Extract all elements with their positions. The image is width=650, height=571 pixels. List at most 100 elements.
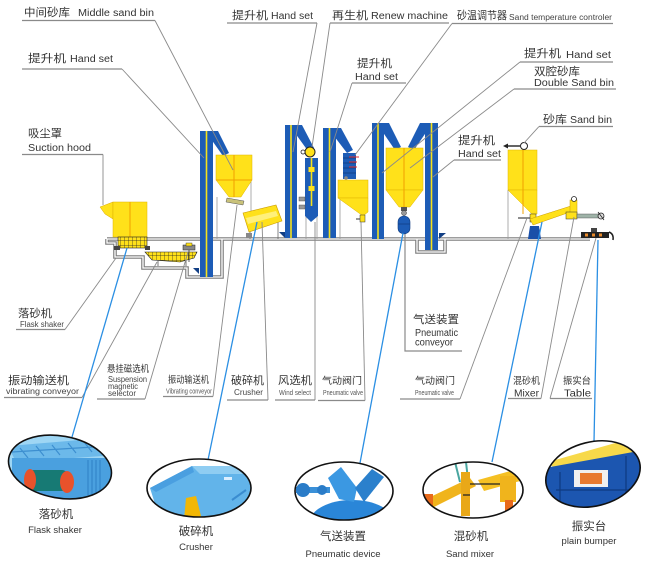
callout-en: Double Sand bin: [534, 78, 614, 89]
callout-cn: 混砂机: [513, 375, 540, 387]
callout-en: Renew machine: [371, 11, 448, 22]
callout-pneumatic-valve-left: 气动阀门 Pneumatic valve: [318, 221, 366, 402]
callout-vibrating-conveyor-left: 振动输送机 vibrating conveyor: [4, 261, 158, 399]
photo-leader-flask-shaker: [71, 247, 128, 438]
pneumatic-conveyor: [397, 210, 411, 235]
photo-caption-en: Sand mixer: [446, 549, 494, 560]
middle-sand-bin: [215, 154, 253, 239]
photo-frame: [7, 434, 113, 500]
photo-caption-cn: 混砂机: [454, 529, 489, 543]
leader-line: [549, 237, 597, 399]
callout-double-sand-bin: 双腔砂库 Double Sand bin: [409, 64, 616, 169]
bucket-elevator-2: [279, 125, 314, 238]
callout-cn: 振动输送机: [168, 374, 209, 386]
callout-table: 振实台 Table: [549, 237, 597, 400]
sand-temperature-controller: [343, 153, 359, 180]
callout-en: Hand set: [458, 149, 501, 160]
photo-pneumatic-device: [294, 461, 394, 521]
photo-flask-shaker: [3, 427, 117, 507]
callout-hand-set-top: 提升机 Hand set: [227, 8, 318, 153]
photo-caption-cn: 落砂机: [39, 507, 74, 521]
photo-leader-plain-bumper: [593, 239, 599, 443]
callout-en: Vibrating conveyor: [166, 389, 213, 396]
leader-line: [432, 159, 455, 178]
leader-line: [311, 22, 331, 148]
leader-line: [154, 20, 234, 171]
leader-line: [540, 216, 575, 399]
photo-caption-cn: 气送装置: [320, 529, 366, 543]
photo-leader-sand-mixer: [491, 221, 543, 463]
callout-en: Pneumatic valve: [323, 390, 363, 397]
jolt-table: [581, 228, 614, 241]
photo-crusher: [146, 458, 252, 518]
callout-crusher: 破碎机 Crusher: [227, 221, 269, 401]
callout-sand-bin: 砂库 Sand bin: [523, 113, 613, 144]
callout-en: Sand temperature controler: [509, 13, 612, 22]
photo-caption-en: Crusher: [179, 542, 213, 553]
callout-cn: 提升机: [232, 8, 268, 22]
leader-line: [523, 126, 540, 144]
callout-pneumatic-conveyor: 气送装置 Pneumatic conveyor: [404, 234, 462, 352]
callout-cn: 中间砂库: [24, 6, 70, 19]
callout-suction-hood: 吸尘罩 Suction hood: [22, 127, 104, 205]
callout-en: Hand set: [271, 11, 313, 22]
callout-en: Crusher: [234, 388, 263, 397]
leader-line: [64, 257, 117, 330]
callout-en: Pneumatic valve: [415, 390, 454, 397]
leader-line: [121, 68, 205, 159]
callout-cn: 悬挂磁选机: [107, 363, 149, 375]
renew-machine: [298, 146, 318, 239]
double-sand-bin: [385, 147, 424, 211]
leader-line: [360, 221, 366, 401]
callout-cn: 吸尘罩: [28, 127, 62, 140]
callout-en-line: Pneumatic: [415, 328, 458, 339]
callout-cn: 提升机: [524, 46, 561, 60]
callout-en-line: Suspension: [108, 375, 147, 384]
callout-cn: 再生机: [332, 8, 368, 22]
floor-line: [105, 237, 590, 279]
callout-en: Mixer: [514, 389, 540, 400]
suction-hood: [99, 201, 148, 238]
callout-vibrating-conveyor-right: 振动输送机 Vibrating conveyor: [163, 204, 238, 398]
callout-en-line: selector: [108, 389, 136, 398]
callout-renew-machine: 再生机 Renew machine: [311, 8, 449, 148]
callout-cn: 气送装置: [413, 312, 459, 326]
bucket-elevator-4: [372, 123, 401, 239]
bucket-elevator-3: [323, 128, 353, 238]
callout-hand-set-upper-right: 提升机 Hand set: [381, 46, 613, 174]
callout-en: vibrating conveyor: [6, 387, 79, 396]
photo-frame: [294, 461, 394, 521]
leader-line: [329, 82, 353, 153]
callout-cn: 砂温调节器: [457, 9, 507, 22]
suspension-magnetic-selector: [182, 242, 196, 262]
bucket-elevator-5: [408, 123, 446, 250]
callout-underline: [404, 234, 462, 352]
callout-en: Hand set: [566, 50, 611, 61]
photo-leader-crusher: [207, 221, 258, 461]
callout-cn: 提升机: [458, 133, 495, 147]
photo-caption-cn: 破碎机: [179, 524, 214, 538]
callout-cn: 双腔砂库: [534, 64, 580, 78]
callout-cn: 气动阀门: [415, 375, 455, 387]
flask-shaker: [114, 236, 150, 250]
vibrating-conveyor: [144, 251, 198, 266]
callout-cn: 气动阀门: [322, 375, 362, 387]
leader-line: [292, 22, 318, 153]
callout-en: Suction hood: [28, 143, 91, 154]
callout-en: Hand set: [70, 54, 113, 65]
leader-line: [459, 217, 528, 400]
sand-mixer: [518, 196, 605, 239]
callout-cn: 破碎机: [231, 373, 264, 387]
crusher: [242, 204, 283, 239]
callout-cn: 砂库: [543, 113, 567, 126]
callout-hand-set-left: 提升机 Hand set: [22, 51, 205, 159]
callout-cn: 提升机: [357, 56, 392, 70]
photo-plain-bumper: [540, 435, 648, 515]
photo-frame: [422, 461, 524, 519]
callout-en: Hand set: [355, 72, 398, 83]
photo-sand-mixer: [422, 461, 524, 519]
leader-line: [144, 251, 189, 400]
callout-sand-temperature-controller: 砂温调节器 Sand temperature controler: [354, 9, 613, 156]
callout-en: Flask shaker: [20, 320, 64, 329]
callout-en: Table: [564, 389, 591, 400]
